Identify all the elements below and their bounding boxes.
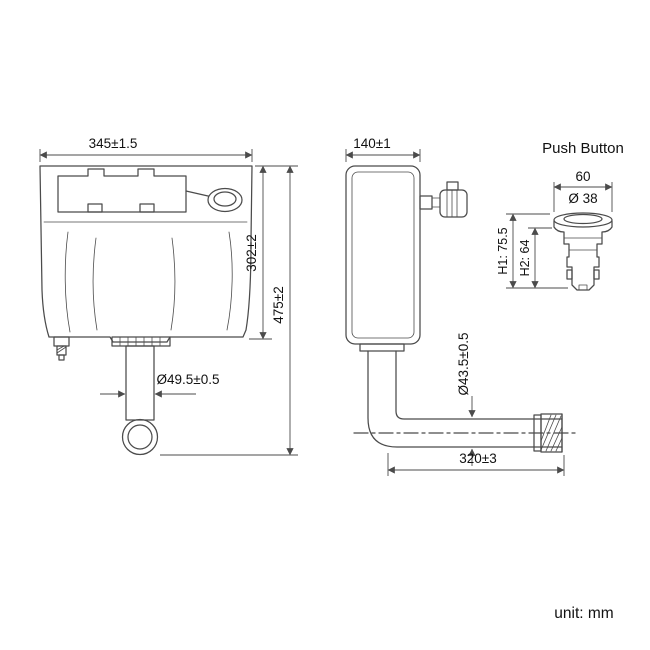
inlet-seal-inner — [213, 191, 237, 207]
button-body — [553, 220, 613, 291]
button-face-diameter-dimension: Ø 38 — [568, 191, 597, 206]
front-body-height-dimension: 302±2 — [244, 234, 259, 271]
button-h1-dimension: H1: 75.5 — [496, 227, 510, 274]
button-h2-dimension: H2: 64 — [518, 240, 532, 277]
push-button-detail — [553, 212, 613, 291]
tank-outline — [39, 165, 253, 343]
button-width-dimension: 60 — [575, 169, 590, 184]
fill-valve-fitting — [419, 181, 468, 218]
outlet-ring-outer — [121, 418, 159, 456]
button-face — [563, 213, 603, 225]
flush-bend-pipe — [353, 350, 579, 453]
front-view — [39, 165, 253, 456]
unit-note: unit: mm — [554, 605, 613, 622]
push-button-dimensions: Push Button 60 Ø 38 H1: 75.5 H2: 64 — [496, 140, 624, 289]
outlet-ring-inner — [127, 424, 153, 450]
tank-lid — [57, 168, 187, 213]
push-button-title: Push Button — [542, 140, 624, 157]
front-width-dimension: 345±1.5 — [89, 136, 138, 151]
side-pipe-length-dimension: 320±3 — [459, 451, 496, 466]
tank-side-outline — [345, 165, 421, 345]
inlet-seal-outer — [207, 187, 243, 213]
outlet-assembly — [111, 336, 171, 456]
inlet-valve-stub — [53, 336, 70, 361]
front-outlet-diameter-dimension: Ø49.5±0.5 — [157, 372, 220, 387]
side-view-dimensions: 140±1 Ø43.5±0.5 320±3 — [345, 136, 565, 476]
outlet-pipe — [125, 345, 155, 421]
front-view-dimensions: 345±1.5 302±2 475±2 Ø49.5±0.5 — [39, 136, 298, 456]
side-view — [345, 165, 579, 453]
button-flange — [553, 212, 613, 228]
front-total-height-dimension: 475±2 — [271, 286, 286, 323]
side-depth-dimension: 140±1 — [353, 136, 390, 151]
side-pipe-diameter-dimension: Ø43.5±0.5 — [456, 333, 471, 396]
